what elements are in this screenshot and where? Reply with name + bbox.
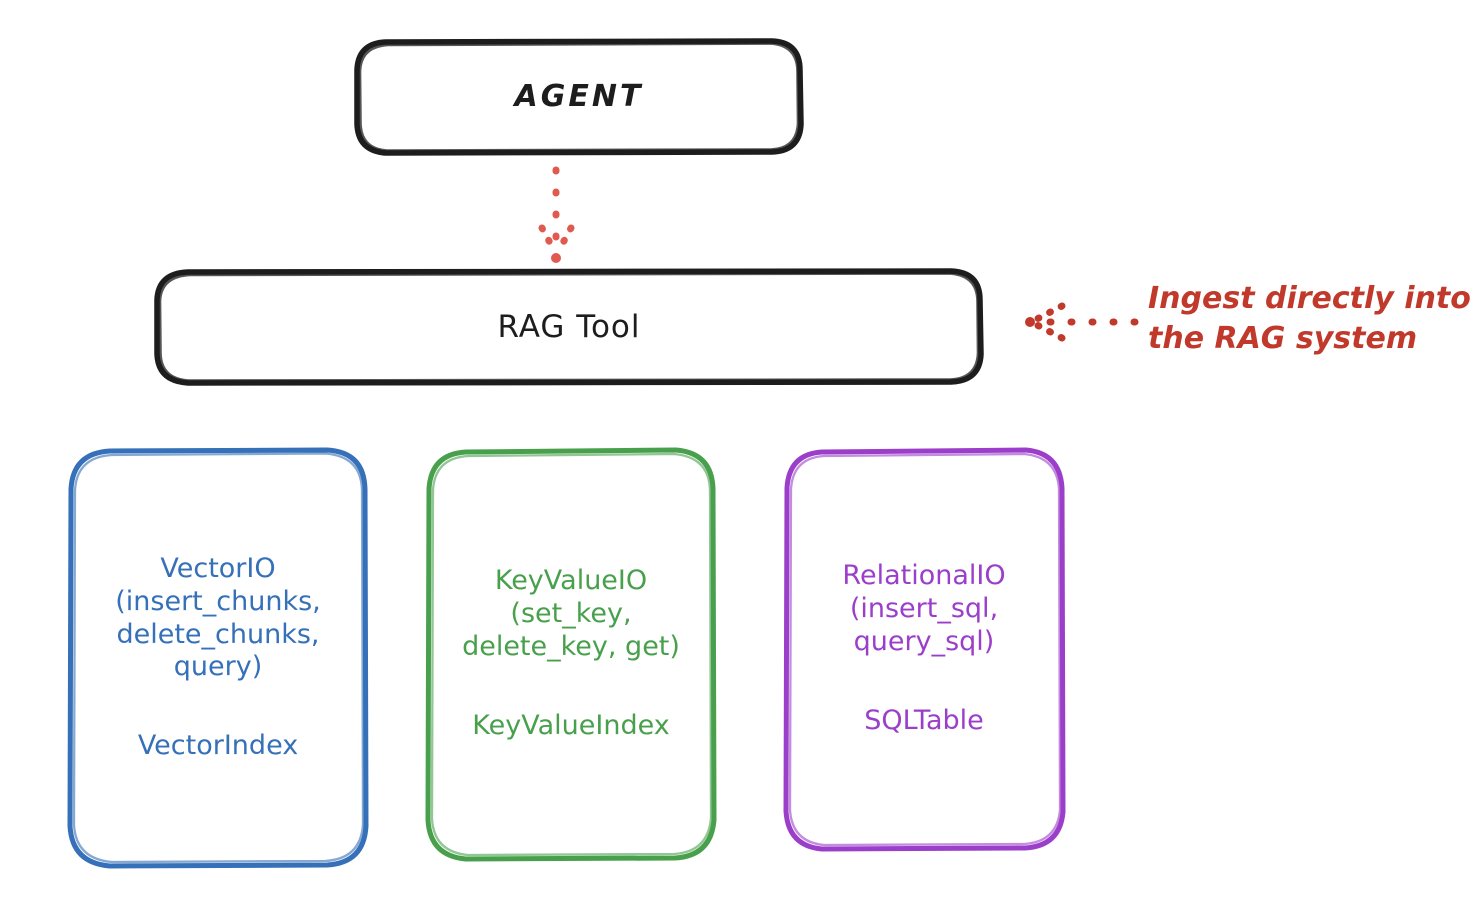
keyvalue-io-card[interactable]: KeyValueIO (set_key, delete_key, get) Ke… bbox=[428, 450, 714, 858]
vector-index-label: VectorIndex bbox=[137, 730, 299, 762]
vector-io-api-label: VectorIO (insert_chunks, delete_chunks, … bbox=[115, 552, 321, 683]
rag-tool-label: RAG Tool bbox=[497, 308, 641, 345]
agent-to-rag-tool-arrow bbox=[538, 166, 575, 263]
vector-io-card[interactable]: VectorIO (insert_chunks, delete_chunks, … bbox=[70, 450, 366, 866]
relational-io-api-label: RelationalIO (insert_sql, query_sql) bbox=[842, 560, 1006, 657]
relational-io-card[interactable]: RelationalIO (insert_sql, query_sql) SQL… bbox=[786, 450, 1062, 848]
sql-table-label: SQLTable bbox=[864, 704, 984, 736]
ingest-to-rag-tool-arrow bbox=[1025, 302, 1139, 342]
agent-label: AGENT bbox=[514, 79, 644, 115]
agent-node[interactable]: AGENT bbox=[357, 41, 801, 153]
keyvalue-index-label: KeyValueIndex bbox=[472, 709, 670, 741]
keyvalue-io-api-label: KeyValueIO (set_key, delete_key, get) bbox=[462, 565, 680, 662]
ingest-annotation-label: Ingest directly into the RAG system bbox=[1148, 281, 1471, 356]
rag-tool-node[interactable]: RAG Tool bbox=[157, 271, 981, 383]
